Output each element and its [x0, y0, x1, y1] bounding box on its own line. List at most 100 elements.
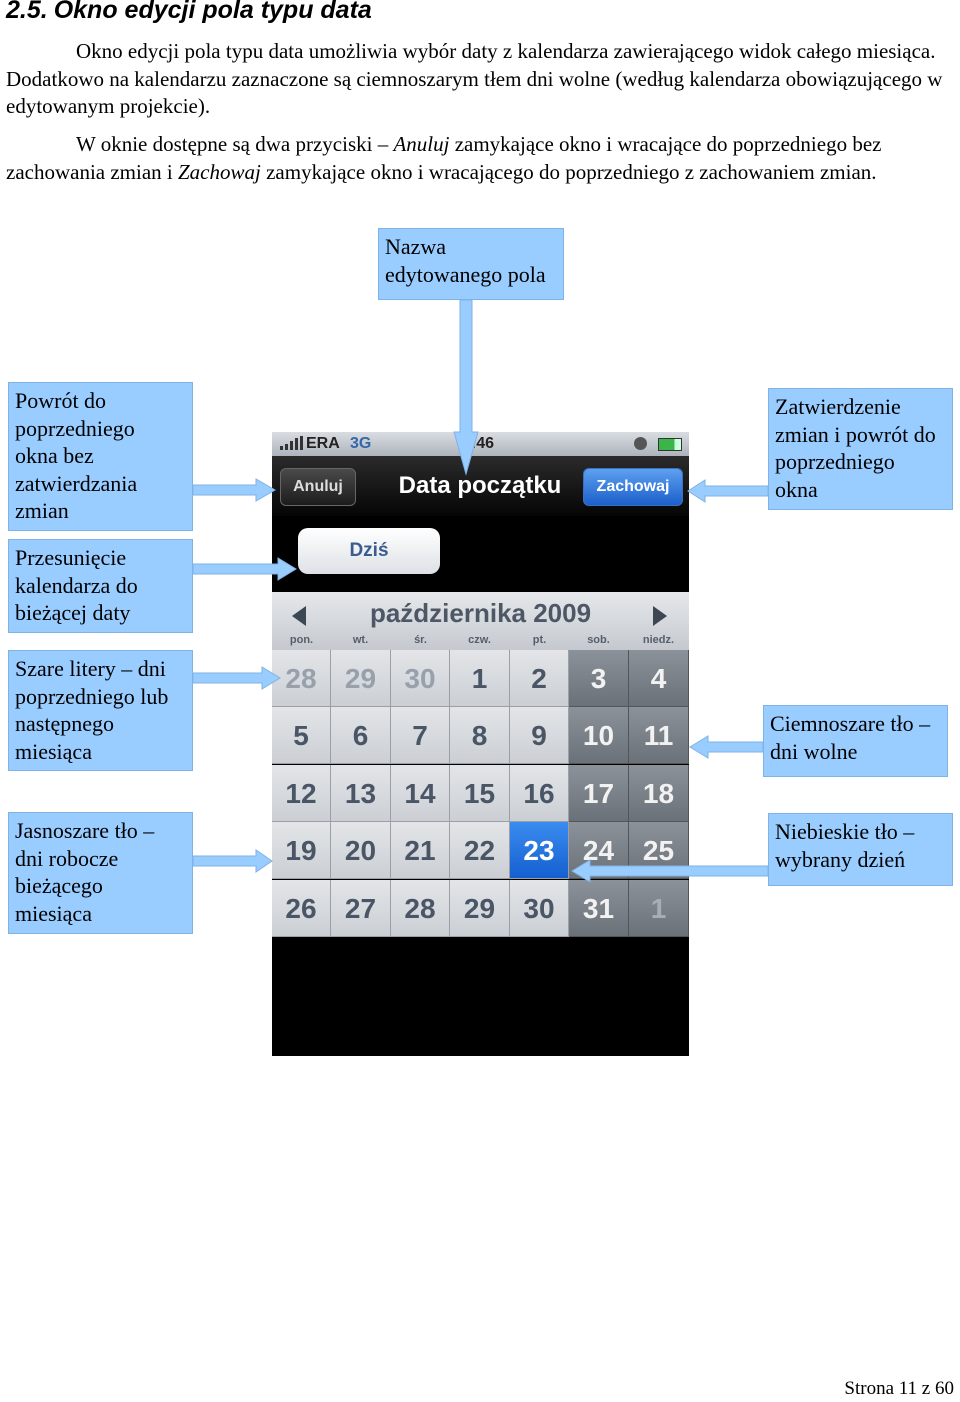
- paragraph-2-save-word: Zachowaj: [178, 159, 261, 184]
- callout-line: dni robocze: [15, 845, 119, 871]
- calendar-day-cell[interactable]: 29: [331, 650, 391, 707]
- status-time: 2:46: [462, 435, 495, 452]
- nav-title: Data początku: [398, 472, 562, 499]
- callout-line: miesiąca: [15, 900, 92, 926]
- arrow-back: [192, 478, 276, 502]
- callout-line: poprzedniego: [775, 449, 895, 474]
- calendar-day-cell[interactable]: 7: [391, 707, 450, 765]
- battery-icon: [658, 438, 682, 451]
- arrow-light-bg: [192, 849, 273, 873]
- calendar-day-cell[interactable]: 13: [331, 764, 391, 822]
- callout-light-bg: Jasnoszare tło – dni robocze bieżącego m…: [8, 812, 193, 934]
- weekday-label: sob.: [587, 634, 610, 646]
- page-number: Strona 11 z 60: [844, 1378, 954, 1399]
- calendar-day-cell[interactable]: 14: [391, 764, 450, 822]
- callout-line: Ciemnoszare tło –: [770, 711, 931, 736]
- calendar-day-cell[interactable]: 15: [450, 764, 510, 822]
- paragraph-2-part-b: zamykające okno i wracające do poprzedni…: [6, 132, 882, 184]
- callout-line: bieżącego: [15, 873, 103, 898]
- calendar-day-cell[interactable]: 6: [331, 707, 391, 765]
- calendar-day-cell[interactable]: 3: [569, 650, 629, 707]
- callout-line: poprzedniego lub: [15, 683, 169, 709]
- phone-screenshot: ERA 3G 2:46 Anuluj Data początku Zachowa…: [272, 432, 689, 1056]
- calendar-day-cell[interactable]: 30: [391, 650, 450, 707]
- callout-blue-bg: Niebieskie tło – wybrany dzień: [768, 813, 953, 886]
- calendar-day-cell[interactable]: 30: [510, 879, 569, 937]
- calendar-day-cell[interactable]: 20: [331, 822, 391, 880]
- callout-back: Powrót do poprzedniego okna bez zatwierd…: [8, 382, 193, 531]
- calendar-day-cell[interactable]: 28: [391, 879, 450, 937]
- weekday-label: wt.: [352, 634, 369, 646]
- callout-line: wybrany dzień: [775, 846, 906, 872]
- cancel-button[interactable]: Anuluj: [280, 468, 356, 506]
- calendar-day-cell[interactable]: 16: [510, 764, 569, 822]
- calendar-day-cell[interactable]: 19: [272, 822, 331, 880]
- calendar-day-cell[interactable]: 10: [569, 707, 629, 765]
- paragraph-2-part-a: W oknie dostępne są dwa przyciski –: [76, 132, 394, 156]
- next-month-icon[interactable]: [653, 606, 667, 626]
- calendar-day-cell[interactable]: 23: [510, 822, 569, 880]
- calendar-day-cell[interactable]: 11: [629, 707, 689, 765]
- callout-line: zmian: [15, 498, 69, 523]
- orientation-lock-icon: [634, 437, 647, 450]
- calendar-day-cell[interactable]: 9: [510, 707, 569, 765]
- section-title: Okno edycji pola typu data: [53, 0, 372, 24]
- arrow-confirm: [687, 479, 769, 503]
- calendar-day-cell[interactable]: 29: [450, 879, 510, 937]
- section-heading: 2.5.Okno edycji pola typu data: [6, 0, 372, 25]
- callout-line: zmian i powrót do: [775, 421, 936, 447]
- save-button[interactable]: Zachowaj: [583, 468, 683, 506]
- callout-line: Jasnoszare tło –: [15, 818, 155, 843]
- paragraph-2-part-c: zamykające okno i wracającego do poprzed…: [260, 159, 877, 184]
- callout-field-name: Nazwa edytowanego pola: [378, 228, 564, 300]
- calendar-day-cell[interactable]: 24: [569, 822, 629, 880]
- calendar-header: października 2009 pon. wt. śr. czw. pt. …: [272, 592, 689, 650]
- weekday-label: śr.: [414, 634, 427, 646]
- calendar-day-cell[interactable]: 25: [629, 822, 689, 880]
- callout-line: dni wolne: [770, 738, 858, 764]
- calendar-day-cell[interactable]: 21: [391, 822, 450, 880]
- paragraph-1: Okno edycji pola typu data umożliwia wyb…: [6, 38, 956, 121]
- calendar-day-cell[interactable]: 8: [450, 707, 510, 765]
- today-button[interactable]: Dziś: [298, 528, 440, 574]
- callout-line: Zatwierdzenie: [775, 394, 901, 419]
- callout-today: Przesunięcie kalendarza do bieżącej daty: [8, 539, 193, 633]
- calendar-day-cell[interactable]: 1: [450, 650, 510, 707]
- calendar-day-cell[interactable]: 22: [450, 822, 510, 880]
- callout-line: edytowanego pola: [385, 261, 546, 287]
- arrow-gray-letters: [192, 666, 281, 690]
- calendar-day-cell[interactable]: 12: [272, 764, 331, 822]
- calendar-day-cell[interactable]: 27: [331, 879, 391, 937]
- paragraph-2: W oknie dostępne są dwa przyciski – Anul…: [6, 131, 956, 186]
- prev-month-icon[interactable]: [292, 606, 306, 626]
- callout-line: Powrót do: [15, 388, 107, 413]
- section-number: 2.5.: [6, 0, 48, 24]
- calendar-day-cell[interactable]: 18: [629, 764, 689, 822]
- callout-line: Przesunięcie: [15, 545, 127, 570]
- callout-line: okna: [775, 476, 818, 502]
- calendar-day-cell[interactable]: 26: [272, 879, 331, 937]
- arrow-dark-bg: [689, 735, 764, 759]
- callout-line: Szare litery – dni: [15, 656, 166, 681]
- callout-confirm: Zatwierdzenie zmian i powrót do poprzedn…: [768, 388, 953, 510]
- calendar-day-cell[interactable]: 4: [629, 650, 689, 707]
- callout-line: następnego: [15, 711, 114, 736]
- paragraph-2-cancel-word: Anuluj: [393, 132, 450, 156]
- callout-line: Nazwa: [385, 234, 447, 259]
- callout-line: zatwierdzania: [15, 470, 138, 496]
- callout-line: poprzedniego: [15, 415, 135, 441]
- calendar-day-cell[interactable]: 31: [569, 879, 629, 937]
- calendar-day-cell[interactable]: 1: [629, 879, 689, 937]
- calendar-day-cell[interactable]: 17: [569, 764, 629, 822]
- signal-icon: [280, 436, 303, 450]
- weekday-label: niedz.: [642, 634, 675, 646]
- month-label: października 2009: [369, 598, 592, 628]
- callout-line: Niebieskie tło –: [775, 819, 915, 844]
- weekday-label: czw.: [468, 634, 491, 646]
- callout-line: kalendarza do: [15, 572, 138, 598]
- calendar-day-cell[interactable]: 2: [510, 650, 569, 707]
- calendar-day-cell[interactable]: 28: [272, 650, 331, 707]
- paragraph-1-text: Okno edycji pola typu data umożliwia wyb…: [6, 39, 943, 118]
- calendar-day-cell[interactable]: 5: [272, 707, 331, 765]
